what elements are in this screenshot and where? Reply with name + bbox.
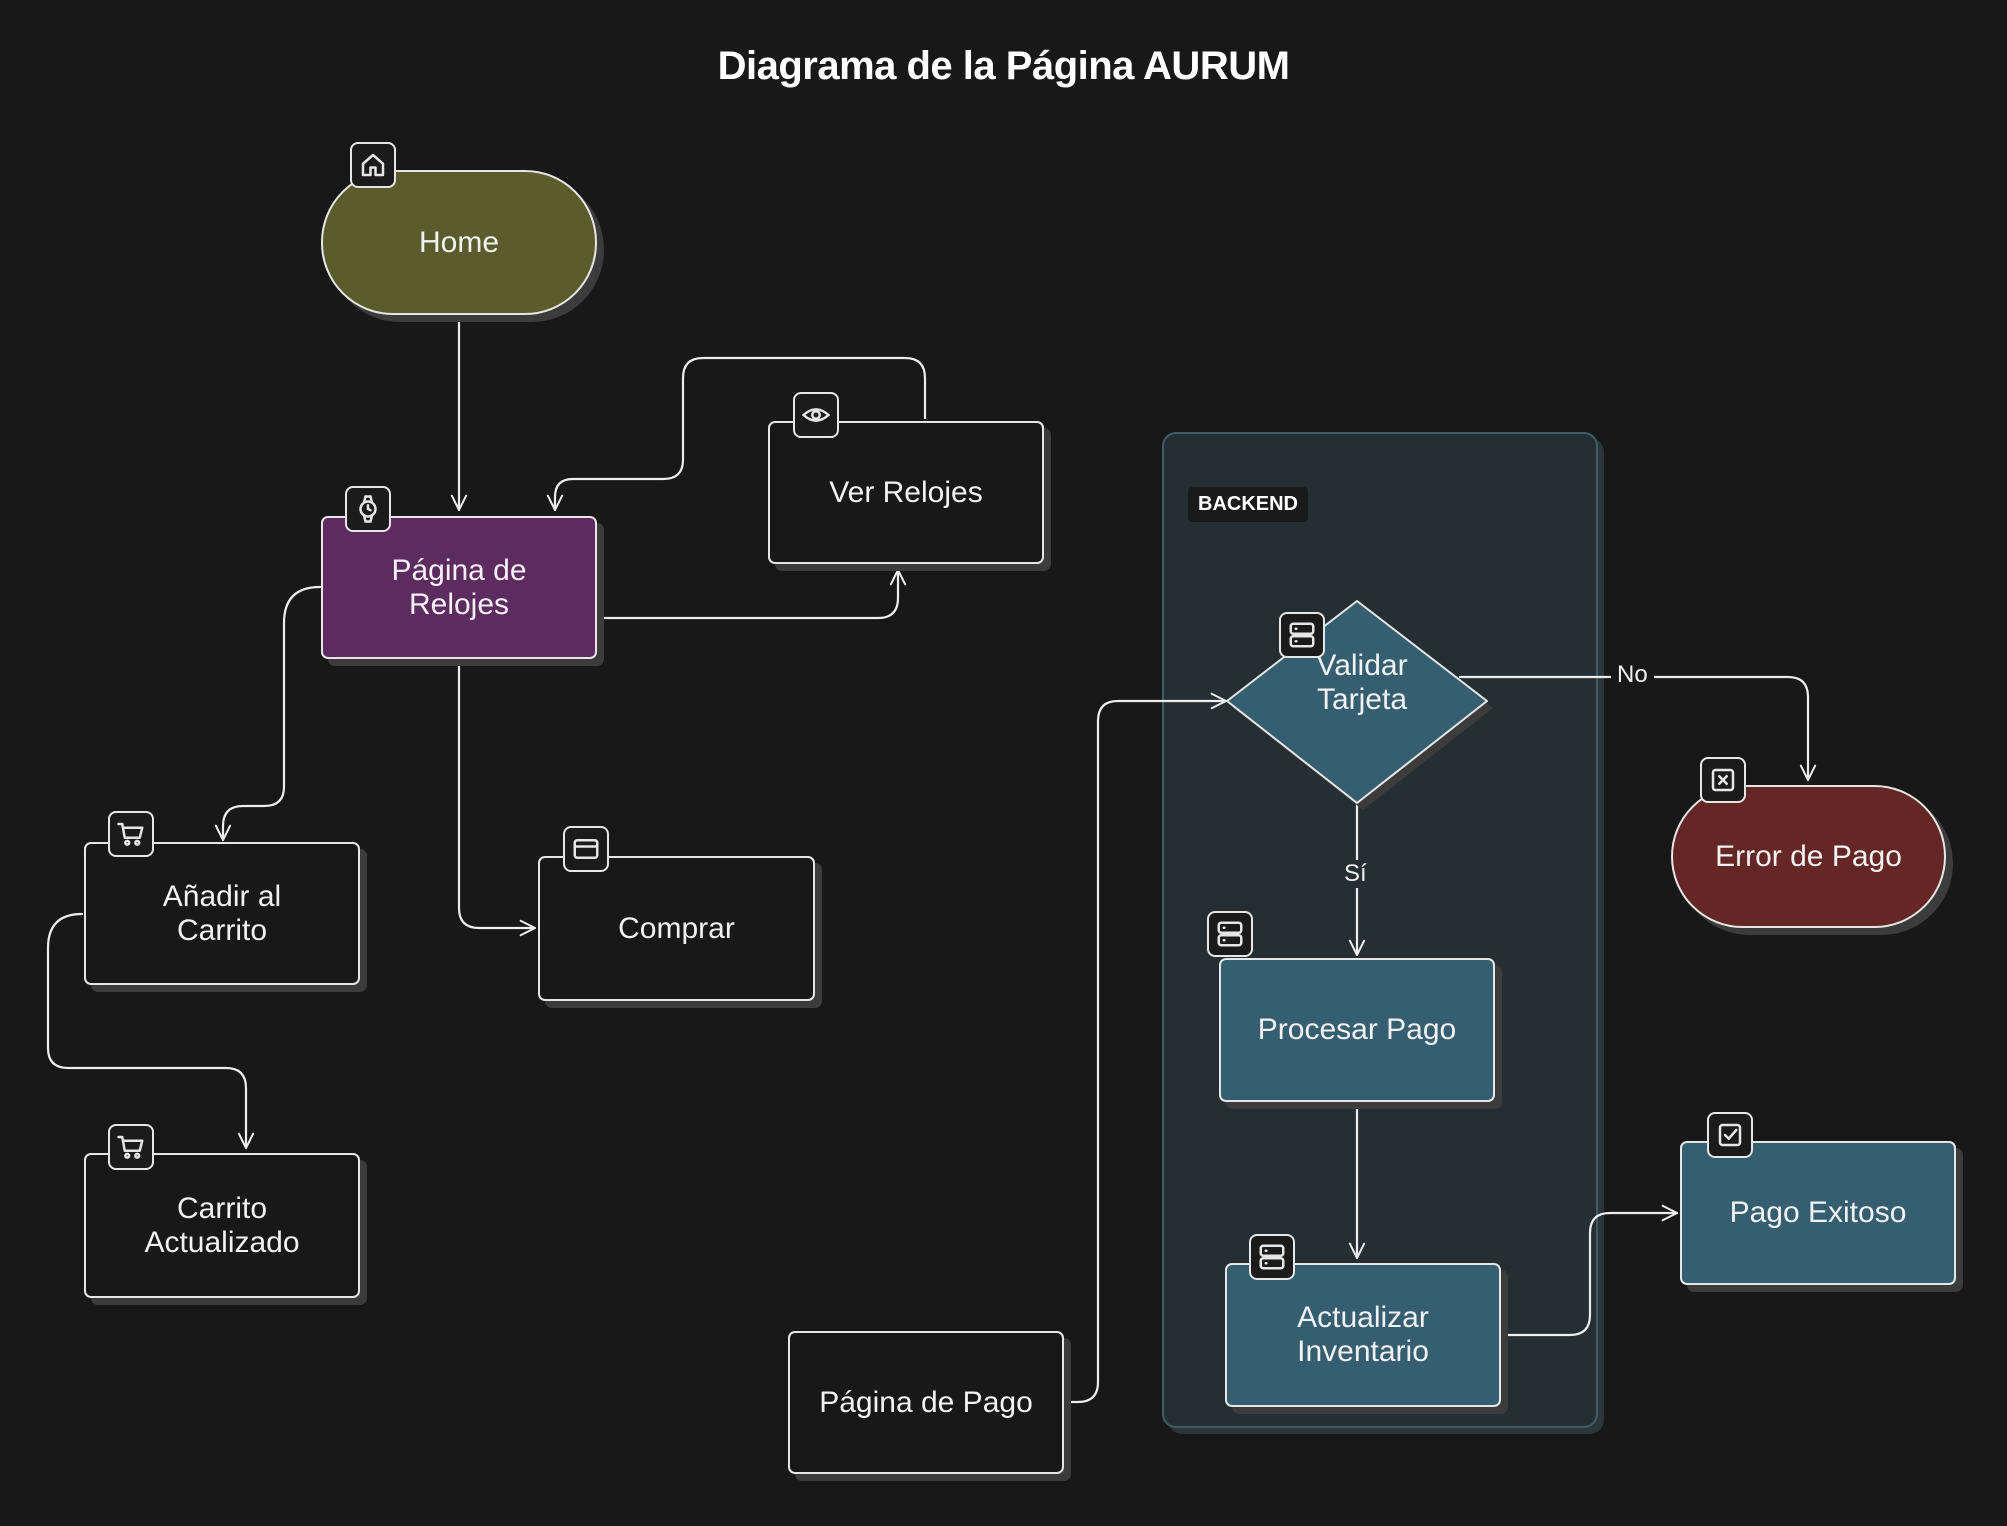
edge-label-si: Sí (1338, 860, 1373, 888)
edge-pagina-relojes-to-anadir-carrito (214, 585, 322, 842)
edge-pagina-pago-to-validar-tarjeta (1064, 692, 1228, 1404)
node-pagina-relojes-label: Página de Relojes (391, 553, 527, 621)
server-icon (1207, 911, 1253, 957)
watch-icon (345, 486, 391, 532)
server-icon (1279, 612, 1325, 658)
node-home[interactable]: Home (321, 170, 597, 315)
diagram-title: Diagrama de la Página AURUM (717, 44, 1290, 88)
backend-group-label: BACKEND (1188, 487, 1308, 522)
eye-icon (793, 392, 839, 438)
cart-icon (108, 811, 154, 857)
home-icon (350, 142, 396, 188)
node-pagina-pago[interactable]: Página de Pago (788, 1331, 1064, 1474)
node-carrito-actualizado-label: Carrito Actualizado (144, 1191, 300, 1259)
node-pagina-pago-label: Página de Pago (819, 1385, 1033, 1419)
node-pago-exitoso[interactable]: Pago Exitoso (1680, 1141, 1956, 1285)
credit-card-icon (563, 826, 609, 872)
node-carrito-actualizado[interactable]: Carrito Actualizado (84, 1153, 360, 1298)
node-comprar[interactable]: Comprar (538, 856, 815, 1001)
close-box-icon (1700, 757, 1746, 803)
node-validar-tarjeta-label: Validar Tarjeta (1316, 649, 1408, 716)
node-pago-exitoso-label: Pago Exitoso (1729, 1196, 1907, 1229)
edge-pagina-relojes-to-comprar (457, 659, 537, 937)
node-ver-relojes-label: Ver Relojes (829, 475, 983, 509)
node-actualizar-inventario[interactable]: Actualizar Inventario (1225, 1263, 1501, 1407)
node-ver-relojes[interactable]: Ver Relojes (768, 421, 1044, 564)
node-error-pago[interactable]: Error de Pago (1671, 785, 1946, 928)
node-pagina-relojes[interactable]: Página de Relojes (321, 516, 597, 659)
node-anadir-carrito[interactable]: Añadir al Carrito (84, 842, 360, 985)
node-comprar-label: Comprar (618, 911, 735, 945)
edge-anadir-carrito-to-carrito-actualizado (46, 912, 255, 1150)
node-error-pago-label: Error de Pago (1715, 839, 1902, 873)
node-procesar-pago-label: Procesar Pago (1257, 1013, 1457, 1046)
check-box-icon (1707, 1112, 1753, 1158)
edge-pagina-relojes-to-ver-relojes (596, 568, 907, 620)
server-icon (1249, 1234, 1295, 1280)
node-procesar-pago[interactable]: Procesar Pago (1219, 958, 1495, 1102)
node-home-label: Home (418, 225, 500, 259)
node-anadir-carrito-label: Añadir al Carrito (162, 879, 282, 947)
edge-ver-relojes-to-pagina-relojes (546, 356, 927, 512)
cart-icon (108, 1124, 154, 1170)
edge-label-no: No (1611, 661, 1654, 689)
edge-actualizar-inventario-to-pago-exitoso (1501, 1204, 1679, 1337)
edge-validar-tarjeta-to-error-pago (1458, 675, 1817, 782)
node-actualizar-inventario-label: Actualizar Inventario (1297, 1301, 1429, 1368)
